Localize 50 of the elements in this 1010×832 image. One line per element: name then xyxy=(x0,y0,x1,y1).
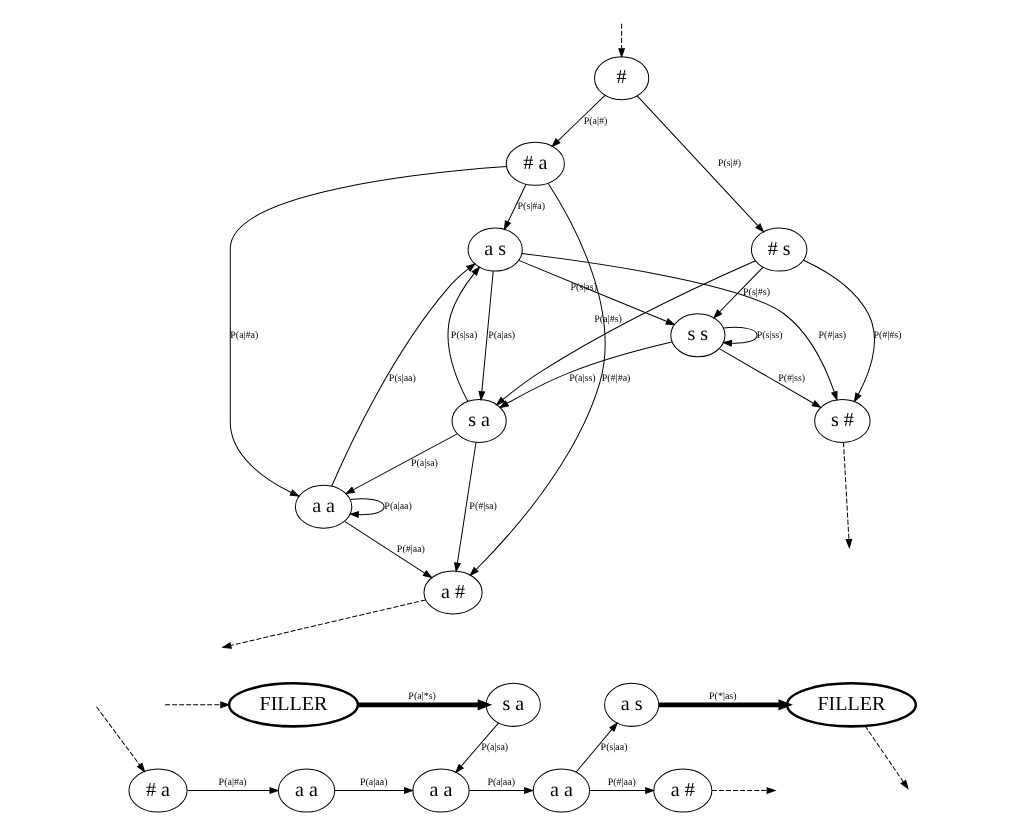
arrow xyxy=(551,94,606,147)
node-ellipse: a s xyxy=(604,682,660,727)
arrow xyxy=(518,259,675,326)
arrow xyxy=(589,787,655,794)
arrow xyxy=(454,441,477,572)
node-ellipse: FILLER xyxy=(785,682,918,728)
arrow xyxy=(334,787,414,794)
node-ellipse: FILLER xyxy=(227,682,360,728)
arrow xyxy=(358,699,493,711)
node-ellipse: s a xyxy=(485,682,541,727)
arrow xyxy=(718,348,821,408)
arrow xyxy=(478,270,494,401)
arrow xyxy=(455,722,500,773)
node-ellipse: a a xyxy=(532,768,591,813)
node-ellipse: # a xyxy=(128,768,188,813)
arrow xyxy=(469,182,606,576)
arrow xyxy=(659,699,793,711)
node-ellipse: a a xyxy=(412,768,470,813)
node-ellipse: s s xyxy=(670,313,726,358)
node-ellipse: # xyxy=(594,56,650,101)
arrow xyxy=(229,166,507,497)
arrow xyxy=(349,498,385,518)
arrow xyxy=(503,183,527,230)
arrow xyxy=(344,520,433,579)
arrow xyxy=(447,266,480,402)
arrow xyxy=(222,599,427,649)
node-ellipse: a a xyxy=(294,484,353,529)
arrow xyxy=(521,253,838,401)
arrow xyxy=(96,706,146,772)
node-ellipse: a # xyxy=(653,768,713,813)
node-ellipse: a a xyxy=(277,768,336,813)
arrow xyxy=(864,725,909,790)
arrow xyxy=(713,266,764,319)
arrow xyxy=(803,259,875,402)
arrow xyxy=(331,263,476,487)
arrow xyxy=(345,433,458,495)
node-ellipse: s # xyxy=(814,399,871,443)
node-ellipse: # a xyxy=(505,141,565,186)
arrow xyxy=(711,787,776,794)
arrow xyxy=(575,722,618,773)
arrow xyxy=(843,441,853,549)
arrow xyxy=(722,326,758,347)
arrow xyxy=(636,95,764,233)
arrow xyxy=(469,787,534,794)
arrow xyxy=(618,23,625,58)
arrow xyxy=(164,701,230,709)
node-ellipse: # s xyxy=(750,227,808,272)
arrow xyxy=(499,341,673,408)
arrow xyxy=(496,260,757,406)
arrow xyxy=(186,787,279,794)
